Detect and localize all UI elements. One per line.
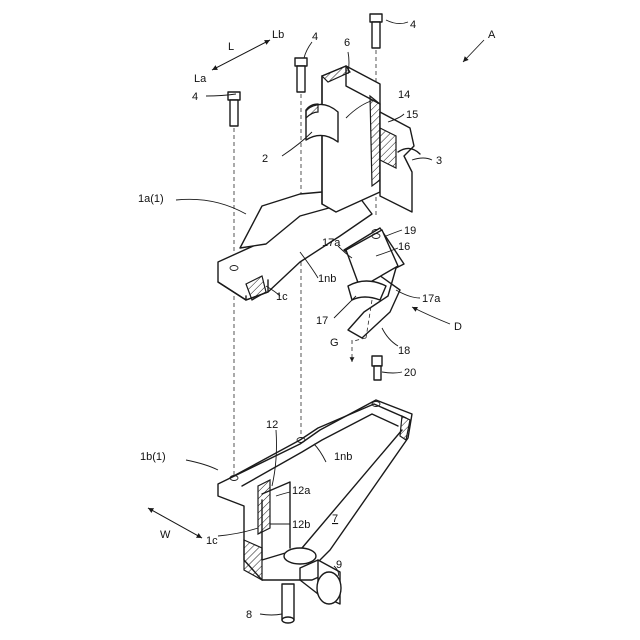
label-3: 3	[436, 155, 442, 167]
label-12b: 12b	[292, 519, 310, 531]
direction-arrow-w	[148, 508, 202, 538]
bolt-20	[372, 356, 382, 380]
label-Lb: Lb	[272, 29, 284, 41]
label-4-top: 4	[410, 19, 416, 31]
label-4-left: 4	[192, 91, 198, 103]
label-La: La	[194, 73, 207, 85]
lower-case-1b	[218, 400, 412, 580]
label-9: 9	[336, 559, 342, 571]
label-16: 16	[398, 241, 410, 253]
label-A: A	[488, 29, 496, 41]
label-1a: 1a(1)	[138, 193, 164, 205]
direction-arrow-l	[212, 40, 270, 70]
bolt-4-mid	[295, 58, 307, 92]
label-19: 19	[404, 225, 416, 237]
label-18: 18	[398, 345, 410, 357]
label-14: 14	[398, 89, 410, 101]
label-4-mid: 4	[312, 31, 318, 43]
label-6: 6	[344, 37, 350, 49]
label-2: 2	[262, 153, 268, 165]
label-1nb-top: 1nb	[318, 273, 336, 285]
label-1nb-bottom: 1nb	[334, 451, 352, 463]
bolt-4-left	[228, 92, 240, 126]
label-17: 17	[316, 315, 328, 327]
label-12: 12	[266, 419, 278, 431]
label-12a: 12a	[292, 485, 311, 497]
direction-arrow-a	[463, 40, 484, 62]
label-1c-top: 1c	[276, 291, 288, 303]
label-1b: 1b(1)	[140, 451, 166, 463]
label-7: 7	[332, 513, 338, 525]
label-15: 15	[406, 109, 418, 121]
label-W: W	[160, 529, 171, 541]
label-17a-right: 17a	[422, 293, 441, 305]
plate-member-16	[344, 228, 404, 362]
label-17a-top: 17a	[322, 237, 341, 249]
bolt-4-top	[370, 14, 382, 48]
direction-arrow-d	[412, 307, 450, 324]
label-G: G	[330, 337, 339, 349]
label-L: L	[228, 41, 234, 53]
label-D: D	[454, 321, 462, 333]
drain-8	[282, 584, 294, 623]
label-20: 20	[404, 367, 416, 379]
label-8: 8	[246, 609, 252, 621]
label-1c-bottom: 1c	[206, 535, 218, 547]
